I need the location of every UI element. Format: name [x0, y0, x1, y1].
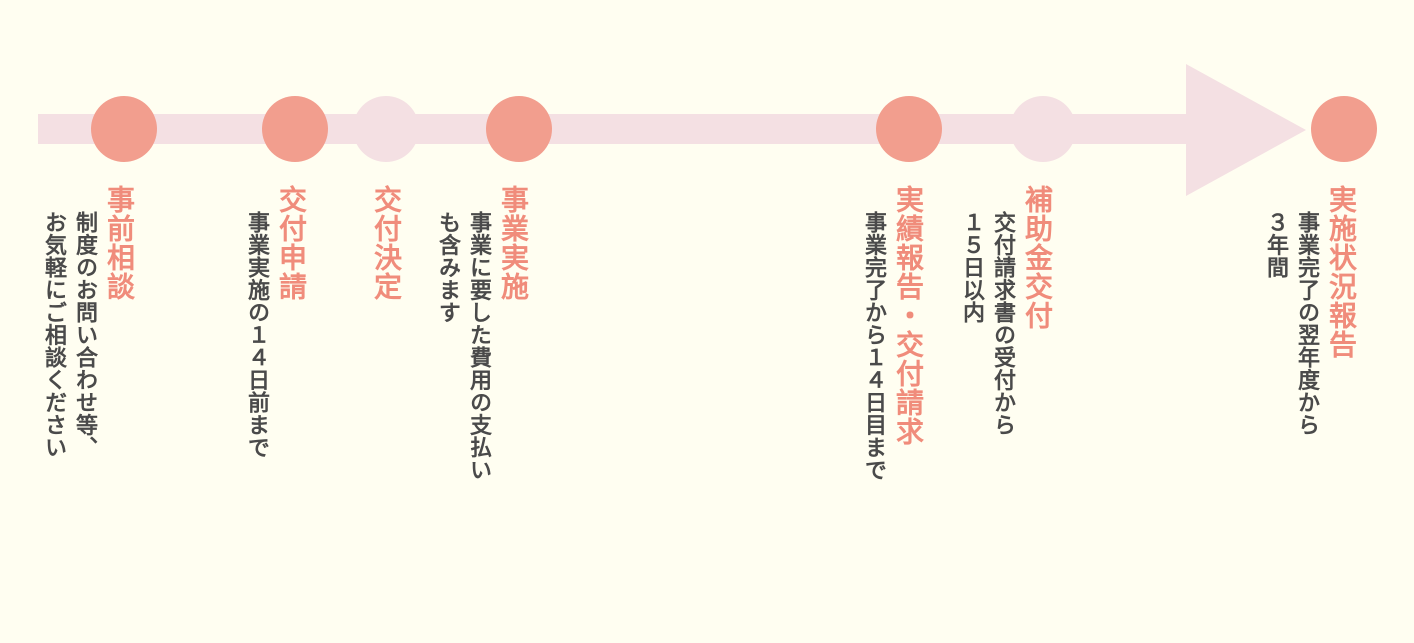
step-title: 交付決定: [370, 185, 403, 301]
step-desc-line: 事業に要した費用の支払い: [466, 211, 491, 481]
milestone-dot-implementation: [486, 96, 552, 162]
milestone-dot-application: [262, 96, 328, 162]
step-desc-line: 制度のお問い合わせ等、: [72, 211, 97, 459]
step-decision: 交付決定: [369, 185, 403, 301]
milestone-dot-grant: [1010, 96, 1076, 162]
milestone-dot-report: [876, 96, 942, 162]
step-desc-line: も含みます: [435, 211, 460, 324]
step-application: 交付申請 事業実施の１４日前まで: [243, 185, 308, 459]
step-desc-line: 事業実施の１４日前まで: [244, 211, 269, 459]
step-title: 実績報告・交付請求: [892, 185, 925, 446]
step-title: 実施状況報告: [1325, 185, 1358, 359]
milestone-dot-consultation: [91, 96, 157, 162]
timeline-arrow-head: [1186, 64, 1306, 196]
step-implementation: 事業実施 事業に要した費用の支払い も含みます: [434, 185, 530, 481]
step-desc-line: 事業完了の翌年度から: [1294, 211, 1319, 436]
milestone-dot-decision: [353, 96, 419, 162]
step-report: 実績報告・交付請求 事業完了から１４日目まで: [860, 185, 925, 481]
step-desc-line: ３年間: [1263, 211, 1288, 279]
step-desc-line: 交付請求書の受付から: [990, 211, 1015, 436]
step-consultation: 事前相談 制度のお問い合わせ等、 お気軽にご相談ください: [40, 185, 136, 459]
step-title: 交付申請: [275, 185, 308, 301]
step-grant: 補助金交付 交付請求書の受付から １５日以内: [958, 185, 1054, 436]
step-desc-line: お気軽にご相談ください: [41, 211, 66, 459]
milestone-dot-status-report: [1311, 96, 1377, 162]
step-title: 事業実施: [497, 185, 530, 301]
timeline-track: [38, 114, 1198, 144]
step-title: 事前相談: [103, 185, 136, 301]
step-status-report: 実施状況報告 事業完了の翌年度から ３年間: [1262, 185, 1358, 436]
step-desc-line: １５日以内: [959, 211, 984, 324]
step-title: 補助金交付: [1021, 185, 1054, 330]
step-desc-line: 事業完了から１４日目まで: [861, 211, 886, 481]
